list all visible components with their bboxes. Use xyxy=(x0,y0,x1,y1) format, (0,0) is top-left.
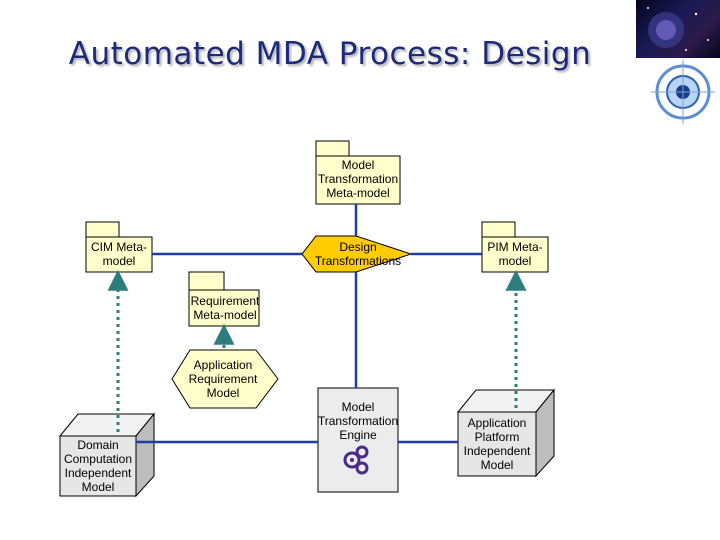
page-title: Automated MDA Process: Design xyxy=(68,36,592,72)
mda-logo-icon xyxy=(648,58,718,128)
domain-cim-label: Domain Computation Independent Model xyxy=(63,438,133,494)
dotted-arrows xyxy=(107,269,527,432)
model-transformation-engine-box xyxy=(317,387,399,493)
pim-metamodel-package xyxy=(481,221,549,273)
application-requirement-model-label: Application Requirement Model xyxy=(188,358,258,400)
model-transformation-metamodel-package xyxy=(315,140,401,205)
gears-icon xyxy=(343,445,369,475)
model-transformation-engine-label: Model Transformation Engine xyxy=(317,400,399,442)
application-pim-cube xyxy=(456,388,556,478)
application-requirement-model-shape xyxy=(171,349,279,409)
design-transformations-label: Design Transformations xyxy=(314,240,402,268)
requirement-metamodel-package xyxy=(188,271,260,327)
application-pim-label: Application Platform Independent Model xyxy=(463,416,531,472)
cim-metamodel-label: CIM Meta-model xyxy=(90,240,147,268)
requirement-metamodel-label: Requirement Meta-model xyxy=(190,294,260,322)
model-transformation-metamodel-label: Model Transformation Meta-model xyxy=(317,158,399,200)
pim-metamodel-label: PIM Meta-model xyxy=(487,240,543,268)
solid-connectors xyxy=(136,204,482,444)
domain-cim-cube xyxy=(58,412,156,498)
space-banner-image xyxy=(636,0,720,58)
